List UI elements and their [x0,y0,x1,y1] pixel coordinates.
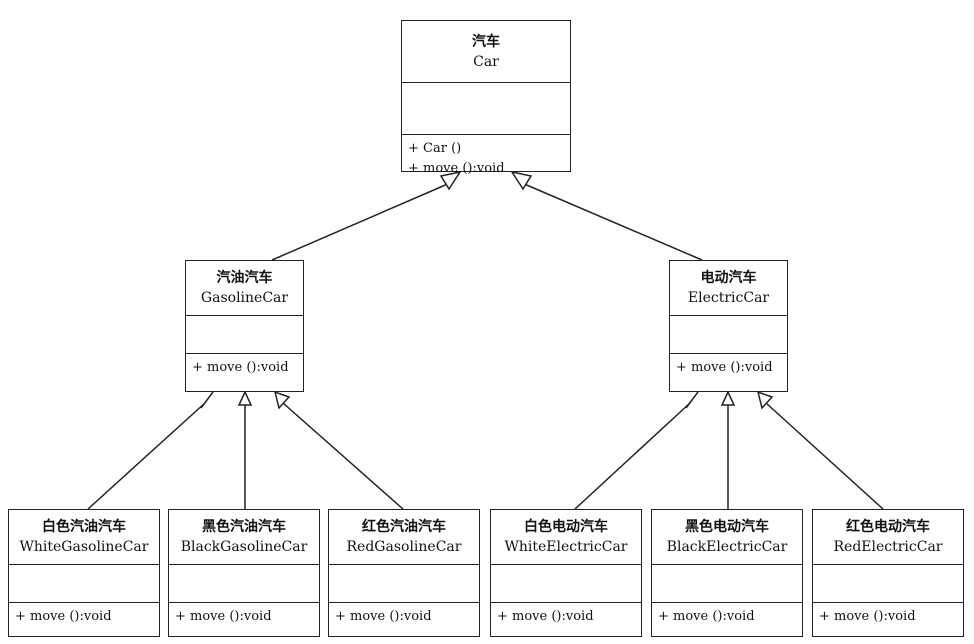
edge-white-gasoline [87,402,206,510]
edge-red-gasoline [282,402,404,510]
class-car-operations: + Car () + move ():void [402,135,570,183]
class-en: RedGasolineCar [346,539,462,555]
class-white-electric-car-name: 白色电动汽车 WhiteElectricCar [491,510,641,565]
operation: + move ():void [175,609,272,624]
arrowhead-red-electric [756,390,774,410]
class-attributes [329,565,479,603]
class-cn: 红色汽油汽车 [362,519,446,535]
class-red-electric-car-name: 红色电动汽车 RedElectricCar [813,510,963,565]
arrowhead-electric-car [510,170,533,191]
operation: + Car () [408,141,462,156]
operation: + move ():void [819,609,916,624]
class-en: BlackElectricCar [666,539,788,555]
operation: + move ():void [408,161,505,176]
class-en: WhiteGasolineCar [19,539,149,555]
class-black-gasoline-car: 黑色汽油汽车 BlackGasolineCar + move ():void [168,509,320,637]
edge-white-electric [574,402,691,510]
arrowhead-white-gasoline [200,391,214,409]
class-electric-car-operations: + move ():void [670,354,787,382]
arrowhead-white-electric [685,391,699,409]
edge-red-electric [765,402,884,510]
class-electric-car-en: ElectricCar [687,290,770,306]
class-black-gasoline-car-name: 黑色汽油汽车 BlackGasolineCar [169,510,319,565]
class-electric-car: 电动汽车 ElectricCar + move ():void [669,260,788,392]
class-cn: 黑色汽油汽车 [202,519,286,535]
class-gasoline-car-en: GasolineCar [200,290,289,306]
class-operations: + move ():void [329,603,479,631]
arrowhead-gasoline-car [439,170,462,191]
class-electric-car-attributes [670,316,787,354]
class-operations: + move ():void [169,603,319,631]
arrowhead-red-gasoline [273,390,291,410]
class-attributes [9,565,159,603]
class-car-attributes [402,83,570,135]
class-gasoline-car-cn: 汽油汽车 [216,270,273,286]
class-cn: 红色电动汽车 [846,519,930,535]
edge-electric-car [521,182,703,261]
class-en: RedElectricCar [833,539,943,555]
class-operations: + move ():void [652,603,802,631]
class-en: BlackGasolineCar [180,539,308,555]
class-black-electric-car-name: 黑色电动汽车 BlackElectricCar [652,510,802,565]
class-en: WhiteElectricCar [504,539,628,555]
class-white-gasoline-car: 白色汽油汽车 WhiteGasolineCar + move ():void [8,509,160,637]
class-operations: + move ():void [813,603,963,631]
class-operations: + move ():void [9,603,159,631]
class-attributes [491,565,641,603]
class-cn: 黑色电动汽车 [685,519,769,535]
edge-gasoline-car [271,182,451,261]
class-gasoline-car: 汽油汽车 GasolineCar + move ():void [185,260,304,392]
class-attributes [169,565,319,603]
arrowhead-black-electric [720,390,736,406]
class-electric-car-cn: 电动汽车 [700,270,757,286]
class-car-name: 汽车 Car [402,21,570,83]
operation: + move ():void [15,609,112,624]
class-attributes [813,565,963,603]
class-white-gasoline-car-name: 白色汽油汽车 WhiteGasolineCar [9,510,159,565]
arrowhead-black-gasoline [237,390,253,406]
operation: + move ():void [676,360,773,375]
operation: + move ():void [192,360,289,375]
class-gasoline-car-attributes [186,316,303,354]
class-red-gasoline-car: 红色汽油汽车 RedGasolineCar + move ():void [328,509,480,637]
operation: + move ():void [497,609,594,624]
class-car-en: Car [473,53,499,70]
class-car-cn: 汽车 [472,33,500,50]
class-gasoline-car-name: 汽油汽车 GasolineCar [186,261,303,316]
class-cn: 白色汽油汽车 [42,519,126,535]
class-attributes [652,565,802,603]
class-operations: + move ():void [491,603,641,631]
class-white-electric-car: 白色电动汽车 WhiteElectricCar + move ():void [490,509,642,637]
class-electric-car-name: 电动汽车 ElectricCar [670,261,787,316]
class-cn: 白色电动汽车 [524,519,608,535]
class-gasoline-car-operations: + move ():void [186,354,303,382]
operation: + move ():void [658,609,755,624]
class-black-electric-car: 黑色电动汽车 BlackElectricCar + move ():void [651,509,803,637]
class-red-electric-car: 红色电动汽车 RedElectricCar + move ():void [812,509,964,637]
class-car: 汽车 Car + Car () + move ():void [401,20,571,176]
class-red-gasoline-car-name: 红色汽油汽车 RedGasolineCar [329,510,479,565]
operation: + move ():void [335,609,432,624]
